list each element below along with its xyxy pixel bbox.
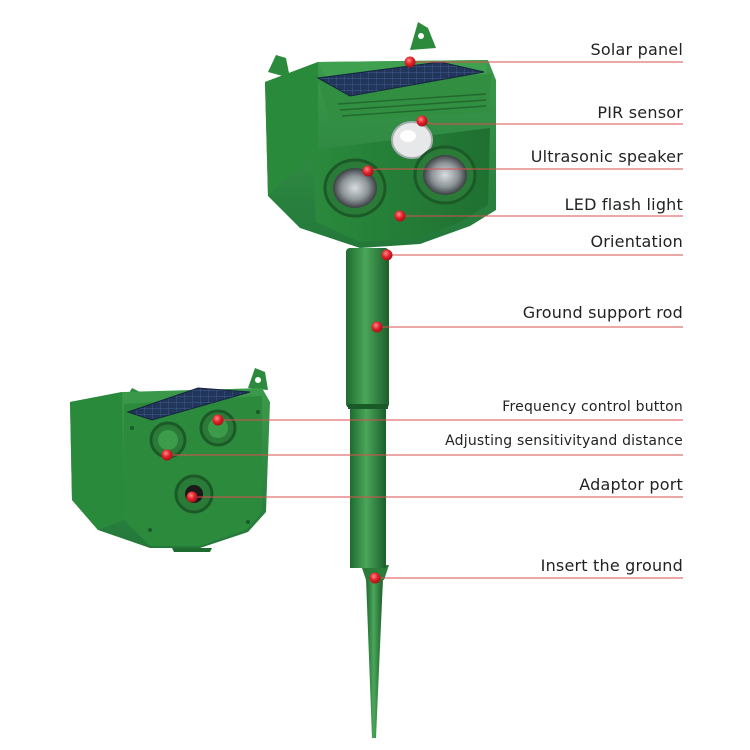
- label-ultrasonic-speaker: Ultrasonic speaker: [530, 147, 683, 166]
- marker-orientation: [381, 249, 393, 261]
- marker-ultrasonic-speaker: [362, 165, 374, 177]
- back-view-unit: [70, 368, 270, 552]
- marker-insert-the-ground: [369, 572, 381, 584]
- main-unit: [265, 22, 496, 248]
- label-orientation: Orientation: [590, 232, 683, 251]
- ultrasonic-speakers: [323, 145, 477, 218]
- marker-frequency-control-button: [212, 414, 224, 426]
- marker-pir-sensor: [416, 115, 428, 127]
- ground-stake: [361, 565, 389, 738]
- marker-adaptor-port: [186, 491, 198, 503]
- callout-markers: [161, 56, 428, 584]
- pir-sensor: [391, 121, 433, 159]
- sensitivity-knob: [149, 421, 187, 459]
- label-adjusting-sensitivity: Adjusting sensitivityand distance: [445, 433, 683, 449]
- marker-solar-panel: [404, 56, 416, 68]
- marker-led-flash-light: [394, 210, 406, 222]
- back-solar-panel: [126, 387, 251, 421]
- label-solar-panel: Solar panel: [590, 40, 683, 59]
- solar-panel: [316, 61, 485, 97]
- marker-ground-support-rod: [371, 321, 383, 333]
- marker-adjusting-sensitivity: [161, 449, 173, 461]
- label-led-flash-light: LED flash light: [564, 195, 683, 214]
- ground-support-rod: [346, 248, 389, 568]
- label-ground-support-rod: Ground support rod: [522, 303, 683, 322]
- label-insert-the-ground: Insert the ground: [540, 556, 683, 575]
- label-frequency-control-button: Frequency control button: [502, 399, 683, 415]
- label-pir-sensor: PIR sensor: [597, 103, 683, 122]
- label-adaptor-port: Adaptor port: [579, 475, 683, 494]
